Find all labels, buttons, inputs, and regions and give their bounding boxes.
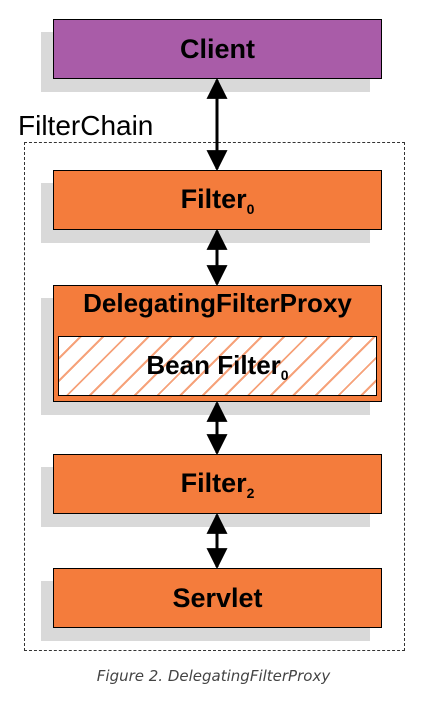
client-label: Client (179, 33, 255, 64)
bean-filter-subscript: 0 (280, 366, 289, 383)
delegating-filter-proxy-box: DelegatingFilterProxy Bean Filter0 (53, 285, 382, 402)
figure-caption: Figure 2. DelegatingFilterProxy (96, 667, 331, 685)
servlet-box: Servlet (53, 568, 382, 628)
client-box: Client (53, 19, 382, 79)
proxy-label: DelegatingFilterProxy (83, 288, 352, 318)
bean-filter-box: Bean Filter0 (58, 336, 377, 396)
filter2-box: Filter2 (53, 454, 382, 514)
bean-filter-label: Bean Filter0 (146, 349, 289, 383)
servlet-label: Servlet (172, 582, 263, 613)
filter2-label: Filter2 (180, 467, 255, 501)
filter0-label: Filter0 (180, 183, 255, 217)
filter0-subscript: 0 (246, 200, 255, 217)
filter0-box: Filter0 (53, 170, 382, 230)
filter-chain-label: FilterChain (18, 110, 154, 141)
filter2-subscript: 2 (246, 484, 255, 501)
